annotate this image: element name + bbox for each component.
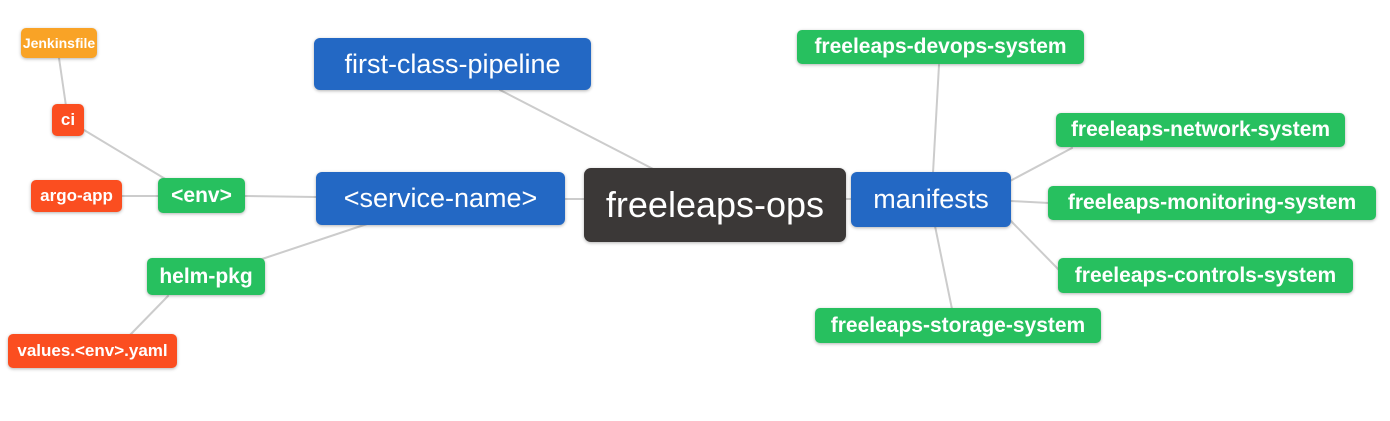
node-label: first-class-pipeline — [344, 48, 561, 79]
edge-manifests-network-system — [1009, 147, 1073, 182]
node-freeleaps-ops[interactable]: freeleaps-ops — [584, 168, 846, 242]
node-ci[interactable]: ci — [52, 104, 84, 136]
node-freeleaps-network-system[interactable]: freeleaps-network-system — [1056, 113, 1345, 147]
edge-manifests-monitoring-system — [1010, 200, 1050, 204]
edge-manifests-controls-system — [1009, 219, 1060, 271]
node-label: freeleaps-ops — [605, 184, 825, 225]
node-jenkinsfile[interactable]: Jenkinsfile — [21, 28, 97, 58]
edge-helm-pkg-service-name — [261, 223, 368, 260]
edge-first-class-pipeline-ops — [499, 89, 658, 172]
node-env[interactable]: <env> — [158, 178, 245, 213]
node-label: freeleaps-storage-system — [830, 313, 1086, 337]
edge-env-service-name — [244, 195, 317, 198]
node-label: <service-name> — [343, 183, 538, 213]
node-freeleaps-controls-system[interactable]: freeleaps-controls-system — [1058, 258, 1353, 293]
node-freeleaps-storage-system[interactable]: freeleaps-storage-system — [815, 308, 1101, 343]
node-helm-pkg[interactable]: helm-pkg — [147, 258, 265, 295]
node-label: helm-pkg — [159, 264, 253, 288]
edge-manifests-devops-system — [932, 64, 940, 174]
node-argo-app[interactable]: argo-app — [31, 180, 122, 212]
node-label: freeleaps-monitoring-system — [1067, 191, 1357, 214]
edge-values-env-yaml-helm-pkg — [129, 295, 169, 336]
node-label: freeleaps-controls-system — [1074, 263, 1337, 287]
node-label: <env> — [171, 183, 232, 207]
node-manifests[interactable]: manifests — [851, 172, 1011, 227]
node-label: manifests — [873, 184, 989, 214]
node-label: argo-app — [40, 186, 113, 205]
node-service-name[interactable]: <service-name> — [316, 172, 565, 225]
node-freeleaps-monitoring-system[interactable]: freeleaps-monitoring-system — [1048, 186, 1376, 220]
edge-jenkinsfile-ci — [58, 57, 67, 107]
node-values-env-yaml[interactable]: values.<env>.yaml — [8, 334, 177, 368]
node-label: values.<env>.yaml — [17, 341, 168, 360]
node-first-class-pipeline[interactable]: first-class-pipeline — [314, 38, 591, 90]
node-label: ci — [60, 110, 76, 129]
node-label: freeleaps-devops-system — [814, 35, 1067, 58]
edge-manifests-storage-system — [934, 225, 953, 310]
node-freeleaps-devops-system[interactable]: freeleaps-devops-system — [797, 30, 1084, 64]
edge-ci-env — [83, 129, 168, 181]
node-label: Jenkinsfile — [22, 35, 96, 51]
node-label: freeleaps-network-system — [1070, 118, 1331, 141]
